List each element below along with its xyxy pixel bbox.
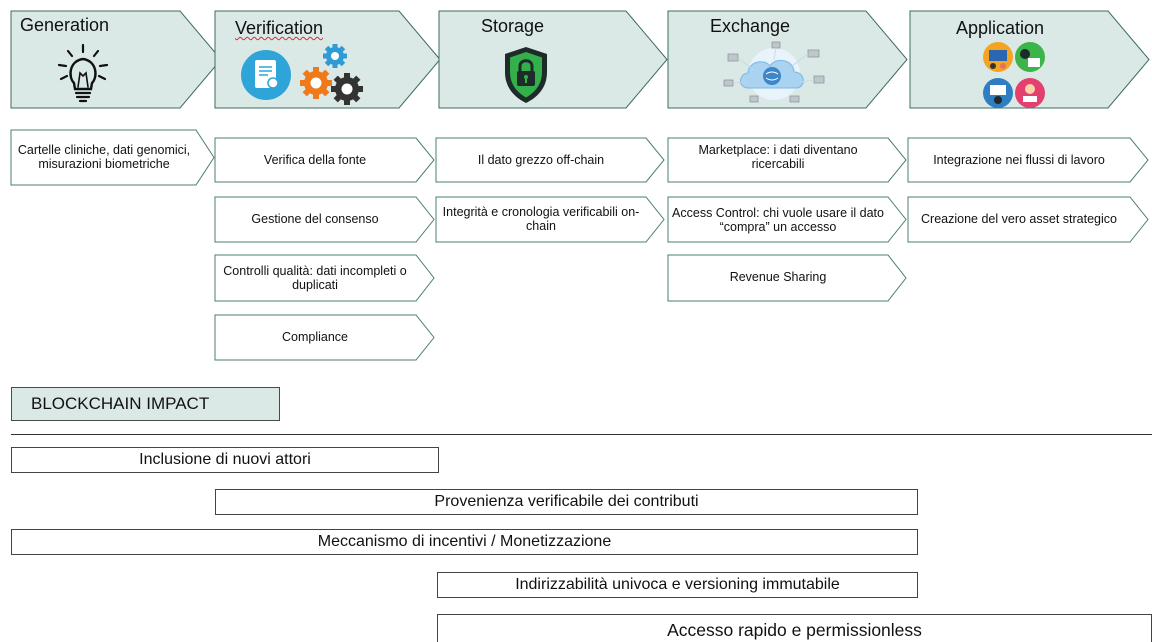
impact-bar-provenienza: Provenienza verificabile dei contributi (215, 489, 918, 515)
lightbulb-icon (57, 43, 109, 103)
item-text-verification-1: Gestione del consenso (251, 212, 379, 226)
item-text-generation-0: Cartelle cliniche, dati genomici, misura… (17, 143, 191, 171)
item-text-verification-3: Compliance (281, 330, 348, 344)
item-text-exchange-2: Revenue Sharing (729, 270, 827, 284)
item-box-verification-2 (214, 254, 435, 302)
item-box-storage-1 (435, 196, 665, 243)
stage-title-generation: Generation (20, 15, 110, 35)
item-text-exchange-1: Access Control: chi vuole usare il dato … (672, 206, 884, 234)
stage-title-exchange: Exchange (710, 16, 791, 36)
item-box-generation-0 (10, 129, 215, 186)
item-text-verification-0: Verifica della fonte (263, 153, 367, 167)
blockchain-impact-label: BLOCKCHAIN IMPACT (11, 387, 280, 421)
shield-lock-icon (505, 47, 547, 103)
section-divider (11, 434, 1152, 435)
stage-title-storage: Storage (481, 16, 545, 36)
team-meeting-icon (983, 42, 1045, 108)
stage-chevron-storage (438, 10, 668, 109)
item-box-application-1 (907, 196, 1149, 243)
item-text-application-0: Integrazione nei flussi di lavoro (933, 153, 1105, 167)
certificate-gears-icon (241, 44, 363, 105)
item-box-outlines (10, 129, 1149, 361)
item-box-exchange-2 (667, 254, 907, 302)
impact-bar-indirizzabilita: Indirizzabilità univoca e versioning imm… (437, 572, 918, 598)
stage-title-application: Application (956, 18, 1045, 38)
impact-bar-incentivi: Meccanismo di incentivi / Monetizzazione (11, 529, 918, 555)
impact-bar-inclusione: Inclusione di nuovi attori (11, 447, 439, 473)
item-text-verification-2: Controlli qualità: dati incompleti o dup… (223, 264, 407, 292)
item-text-storage-0: Il dato grezzo off-chain (477, 153, 605, 167)
item-text-exchange-0: Marketplace: i dati diventano ricercabil… (698, 143, 858, 171)
item-box-verification-0 (214, 137, 435, 183)
item-box-exchange-1 (667, 196, 907, 243)
impact-bar-accesso: Accesso rapido e permissionless (437, 614, 1152, 642)
item-text-application-1: Creazione del vero asset strategico (921, 212, 1117, 226)
item-box-storage-0 (435, 137, 665, 183)
cloud-network-icon (723, 41, 825, 103)
item-box-exchange-0 (667, 137, 907, 183)
item-box-application-0 (907, 137, 1149, 183)
stage-chevrons (10, 10, 1150, 109)
item-box-verification-1 (214, 196, 435, 243)
item-text-storage-1: Integrità e cronologia verificabili on-c… (442, 205, 640, 233)
item-box-verification-3 (214, 314, 435, 361)
stage-chevron-generation (10, 10, 222, 109)
stage-title-verification: Verification (235, 18, 324, 38)
